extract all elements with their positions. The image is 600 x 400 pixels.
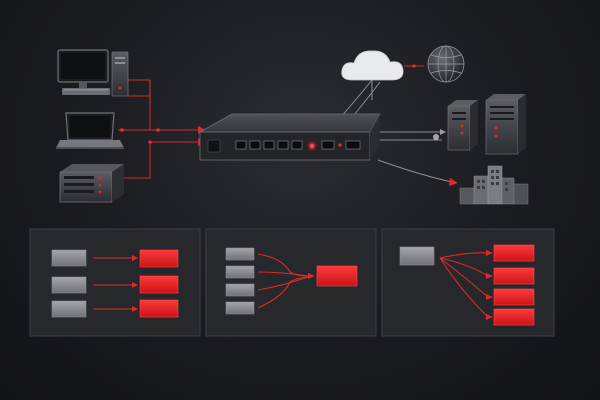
target-box bbox=[139, 299, 179, 318]
target-box bbox=[493, 288, 535, 306]
source-box bbox=[225, 247, 255, 261]
globe-icon bbox=[427, 45, 465, 83]
rack-server-icon bbox=[59, 164, 124, 203]
left-wires bbox=[118, 79, 206, 179]
source-box bbox=[51, 276, 87, 294]
network-switch-icon bbox=[198, 113, 381, 161]
switch-ports bbox=[235, 140, 303, 150]
source-box bbox=[225, 283, 255, 297]
target-box bbox=[139, 275, 179, 294]
source-box bbox=[51, 300, 87, 318]
source-box bbox=[51, 249, 87, 267]
desktop-computer-icon bbox=[57, 49, 129, 97]
source-box bbox=[399, 246, 435, 266]
target-box bbox=[316, 265, 358, 287]
server-tower-icon bbox=[447, 94, 526, 155]
target-box bbox=[493, 308, 535, 326]
data-center-icon bbox=[459, 165, 529, 205]
source-box bbox=[225, 301, 255, 315]
target-box bbox=[493, 244, 535, 262]
panel-one-to-one bbox=[29, 228, 201, 337]
target-box bbox=[493, 267, 535, 285]
laptop-icon bbox=[56, 112, 124, 149]
source-box bbox=[225, 265, 255, 279]
panel-many-to-one bbox=[205, 228, 377, 337]
target-box bbox=[139, 249, 179, 268]
cloud-icon bbox=[341, 50, 404, 100]
panel-one-to-many bbox=[381, 228, 555, 337]
